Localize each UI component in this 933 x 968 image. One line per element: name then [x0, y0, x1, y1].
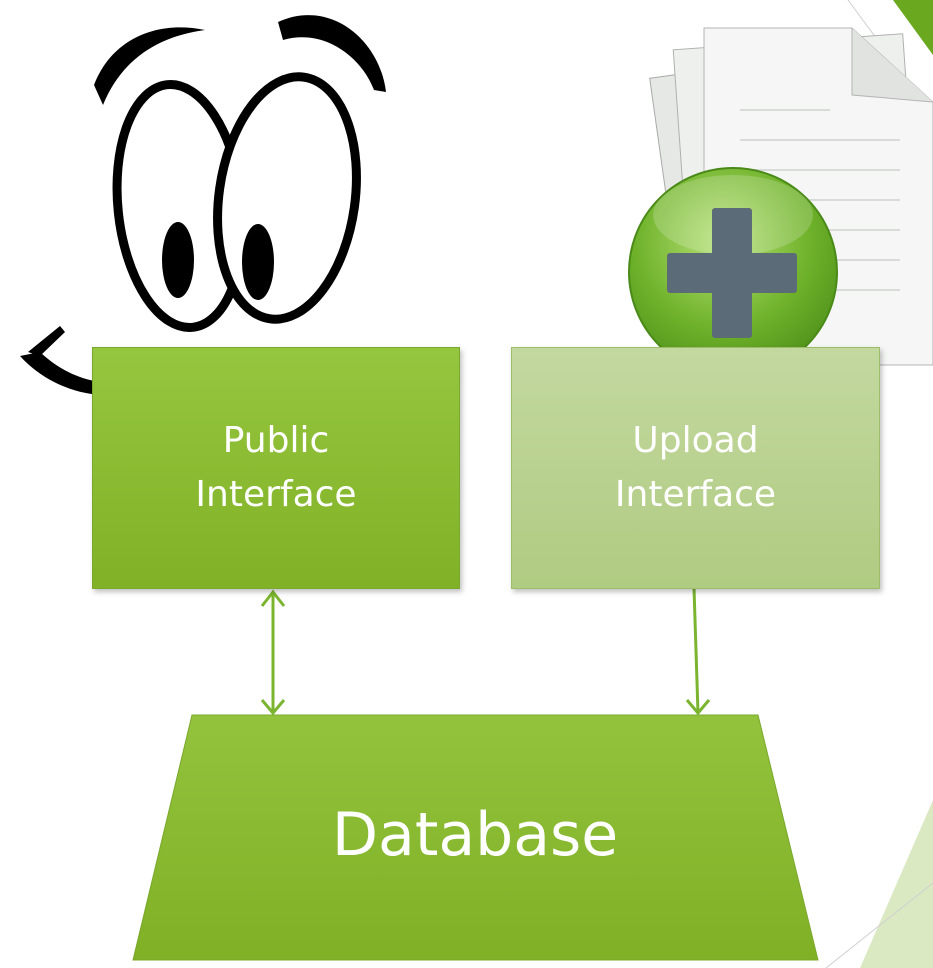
upload-interface-box: Upload Interface — [511, 347, 880, 589]
public-interface-label: Public Interface — [195, 420, 357, 515]
connector-public-database — [260, 589, 286, 716]
database-shape — [132, 714, 819, 961]
upload-interface-label: Upload Interface — [614, 420, 777, 515]
connector-upload-database — [685, 587, 711, 716]
database-label: Database — [331, 800, 619, 870]
corner-line-bottom — [825, 882, 933, 968]
corner-shape-top — [893, 0, 933, 55]
public-interface-box: Public Interface — [92, 347, 460, 589]
